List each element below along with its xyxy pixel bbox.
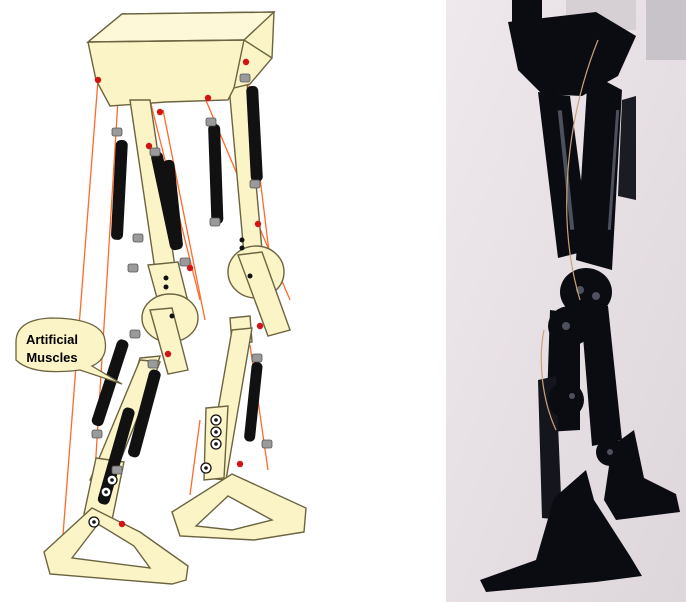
callout-line-2: Muscles xyxy=(26,350,77,365)
robot-photo xyxy=(446,0,686,602)
callout-line-1: Artificial xyxy=(26,332,78,347)
muscle-6 xyxy=(244,361,263,442)
muscle-1 xyxy=(208,124,223,224)
muscle-3 xyxy=(111,140,128,240)
robot-legs-diagram: Artificial Muscles xyxy=(0,0,430,602)
artificial-muscles-callout: Artificial Muscles xyxy=(16,318,122,384)
